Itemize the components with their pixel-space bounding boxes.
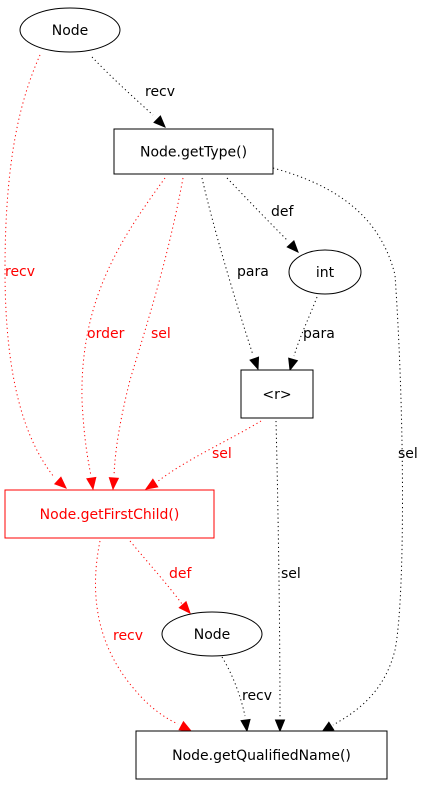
node-label: <r> xyxy=(262,387,291,403)
edge-label: sel xyxy=(212,446,232,462)
arrowhead-icon xyxy=(53,476,67,489)
node-int: int xyxy=(288,249,362,295)
edge-label: def xyxy=(169,566,193,582)
node-shape xyxy=(288,249,362,295)
arrowhead-icon xyxy=(108,477,120,491)
node-label: Node xyxy=(52,23,89,39)
edge-line xyxy=(113,177,184,477)
node-shape xyxy=(135,730,388,780)
arrowhead-icon xyxy=(144,478,159,490)
nodes-layer: NodeNode.getType()int<r>Node.getFirstChi… xyxy=(4,7,388,780)
edge-r-to-getfirstchild: sel xyxy=(144,420,262,490)
edge-line xyxy=(91,56,154,116)
edge-node_top-to-gettype: recv xyxy=(91,56,175,128)
edge-line xyxy=(129,540,183,605)
node-shape xyxy=(161,611,263,657)
node-r: <r> xyxy=(240,369,314,419)
arrowhead-icon xyxy=(286,239,299,253)
edge-node_bottom-to-getqualifiedname: recv xyxy=(221,656,272,733)
node-label: Node.getType() xyxy=(140,145,247,161)
edge-getfirstchild-to-node_bottom: def xyxy=(129,540,193,614)
edge-gettype-to-r: para xyxy=(201,177,269,371)
arrowhead-icon xyxy=(249,356,260,371)
edge-getfirstchild-to-getqualifiedname: recv xyxy=(95,540,193,732)
edge-line xyxy=(156,420,262,483)
arrowhead-icon xyxy=(274,719,286,733)
edge-label: para xyxy=(237,264,269,280)
node-label: Node.getQualifiedName() xyxy=(172,748,351,764)
node-label: Node xyxy=(194,627,231,643)
node-getqualifiedname: Node.getQualifiedName() xyxy=(135,730,388,780)
node-label: Node.getFirstChild() xyxy=(40,507,180,523)
node-shape xyxy=(240,369,314,419)
edge-node_top-to-getfirstchild: recv xyxy=(4,54,67,489)
edge-line xyxy=(272,167,403,726)
edge-line xyxy=(275,420,281,719)
edge-label: recv xyxy=(145,84,175,100)
edges-layer: recv recv def para para order sel sel sel sel def r… xyxy=(4,54,418,733)
arrowhead-icon xyxy=(153,115,166,128)
edge-line xyxy=(226,177,288,241)
node-label: int xyxy=(316,265,335,281)
node-node-bottom: Node xyxy=(161,611,263,657)
node-node-top: Node xyxy=(19,7,121,53)
edge-label: sel xyxy=(281,566,301,582)
edge-gettype-to-getfirstchild: sel xyxy=(108,177,184,491)
edge-label: sel xyxy=(151,326,171,342)
edge-line xyxy=(4,54,55,478)
edge-int-to-r: para xyxy=(288,296,335,372)
arrowhead-icon xyxy=(288,357,299,372)
edge-label: sel xyxy=(398,446,418,462)
arrowhead-icon xyxy=(240,718,251,733)
edge-r-to-getqualifiedname: sel xyxy=(274,420,301,733)
edge-label: recv xyxy=(113,628,143,644)
edge-gettype-to-getqualifiedname: sel xyxy=(272,167,418,733)
node-shape xyxy=(19,7,121,53)
edge-gettype-to-getfirstchild: order xyxy=(81,177,166,491)
edge-line xyxy=(221,656,246,717)
arrowhead-icon xyxy=(178,720,193,732)
node-shape xyxy=(4,489,215,539)
arrowhead-icon xyxy=(86,476,97,491)
edge-label: para xyxy=(303,326,335,342)
edge-label: recv xyxy=(5,264,35,280)
arrowhead-icon xyxy=(178,600,191,614)
edge-gettype-to-int: def xyxy=(226,177,299,253)
node-shape xyxy=(113,128,274,175)
edge-line xyxy=(81,177,166,477)
edge-label: order xyxy=(87,326,125,342)
node-getfirstchild: Node.getFirstChild() xyxy=(4,489,215,539)
edge-label: recv xyxy=(242,688,272,704)
node-gettype: Node.getType() xyxy=(113,128,274,175)
edge-label: def xyxy=(271,204,295,220)
